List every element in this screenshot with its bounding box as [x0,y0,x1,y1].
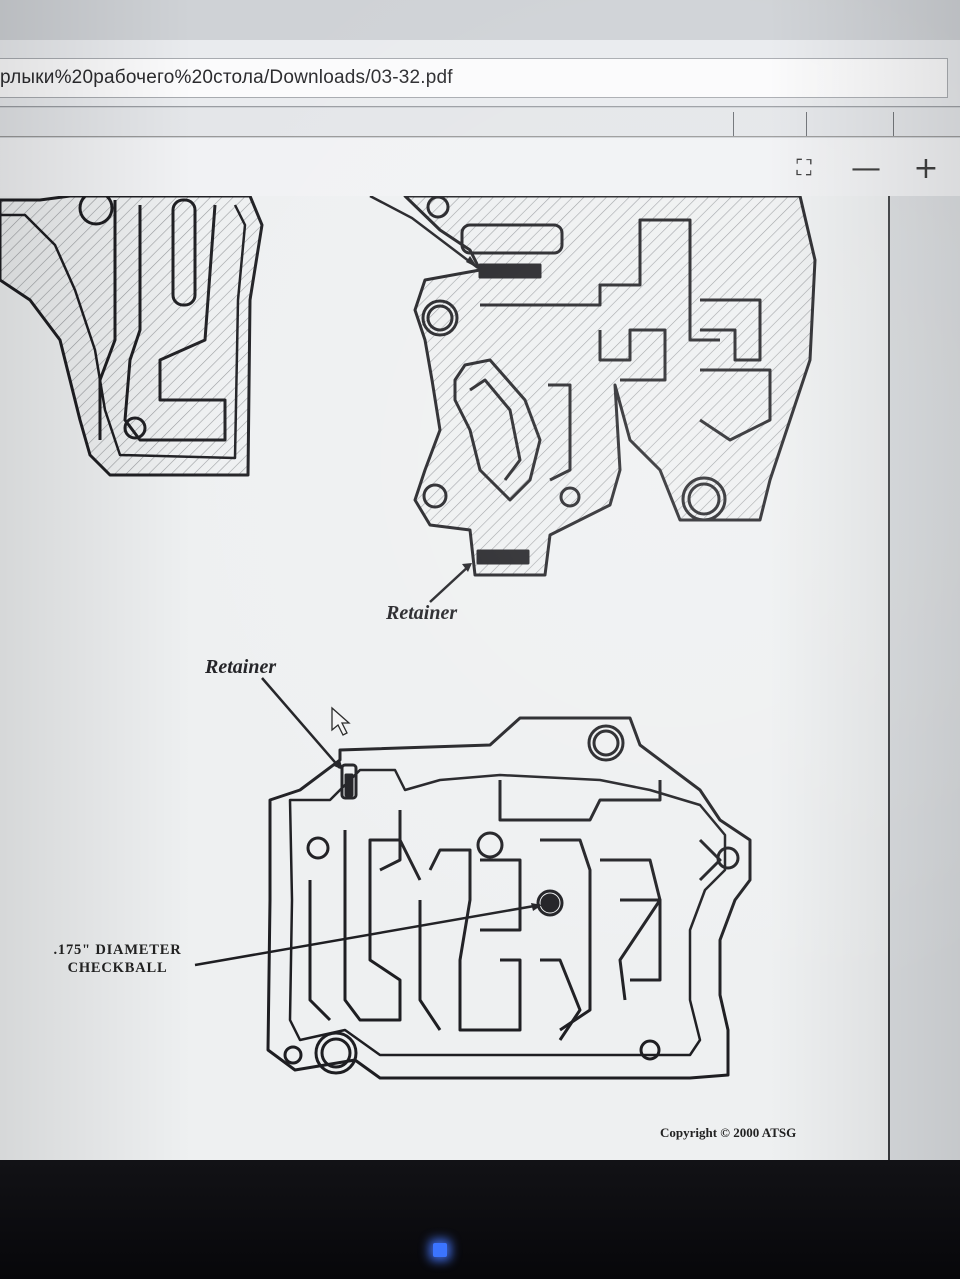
left-valve-plate [0,196,264,477]
tab-divider [806,112,807,136]
arrow-top-retainer-2 [429,564,471,603]
zoom-out-icon: — [851,150,881,186]
zoom-in-icon: + [913,150,939,186]
arrow-bottom-retainer [261,677,341,769]
tab-strip [0,108,960,137]
mouse-cursor-icon [331,706,351,736]
arrow-top-retainer-1 [369,196,479,269]
bottom-valve-plate [266,716,752,1080]
arrow-checkball [194,903,541,967]
pdf-page: Retainer Retainer .175" DIAMETER CHECKBA… [0,196,888,1160]
page-edge [888,196,890,1160]
monitor-screen: рлыки%20рабочего%20стола/Downloads/03-32… [0,0,960,1160]
zoom-out-button[interactable]: — [846,148,886,188]
fit-page-icon: ⛶ [796,155,812,181]
power-led-icon [433,1243,447,1257]
retainer-label-top: Retainer [386,602,458,624]
zoom-in-button[interactable]: + [906,148,946,188]
address-bar: рлыки%20рабочего%20стола/Downloads/03-32… [0,40,960,107]
valve-body-diagram [0,196,817,1080]
tab-divider [893,112,894,136]
copyright-text: Copyright © 2000 ATSG [660,1125,797,1140]
monitor-bezel [0,1160,960,1279]
retainer-label-bottom: Retainer [205,656,277,678]
checkball-label-line2: CHECKBALL [67,960,168,976]
address-text: рлыки%20рабочего%20стола/Downloads/03-32… [0,67,453,88]
address-field[interactable]: рлыки%20рабочего%20стола/Downloads/03-32… [0,58,948,98]
pdf-toolbar: ⛶ — + [0,138,960,197]
tab-divider [733,112,734,136]
checkball-label-line1: .175" DIAMETER [53,942,182,958]
viewer-background [890,196,960,1160]
fit-page-button[interactable]: ⛶ [784,148,824,188]
right-valve-plate [403,196,817,577]
checkball-label: .175" DIAMETER CHECKBALL [30,941,205,977]
